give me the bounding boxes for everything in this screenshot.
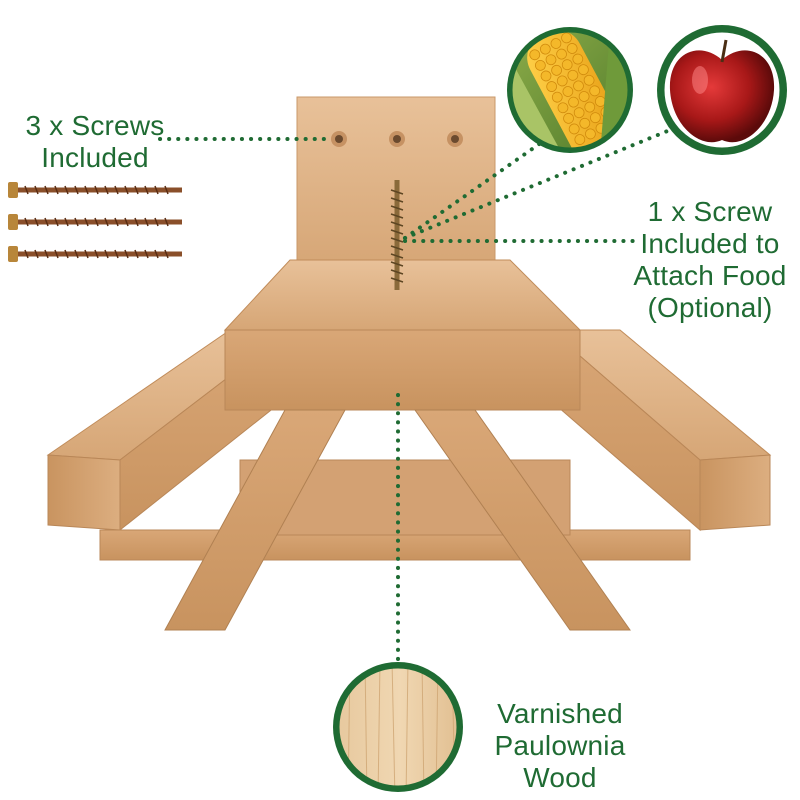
wood-callout-line2: Paulownia Wood: [494, 730, 626, 793]
food-screw-callout-label: 1 x Screw Included to Attach Food (Optio…: [625, 196, 795, 324]
wood-callout-label: Varnished Paulownia Wood: [455, 698, 665, 794]
table-top: [223, 259, 582, 411]
apple-icon: [657, 25, 787, 155]
food-callout-line1: 1 x Screw: [647, 196, 773, 227]
wood-callout-line1: Varnished: [497, 698, 623, 729]
screw-hole-left: [331, 131, 347, 147]
loose-screws: [8, 182, 182, 262]
screw-icon: [8, 246, 182, 262]
food-callout-line3: Attach Food: [633, 260, 787, 291]
food-callout-line2: Included to: [640, 228, 780, 259]
screw-icon: [8, 214, 182, 230]
wood-sample-icon: [333, 662, 463, 792]
corn-icon: [507, 27, 633, 153]
screw-icon: [8, 182, 182, 198]
screws-callout-label: 3 x Screws Included: [20, 110, 170, 174]
callout-line-corn: [403, 138, 547, 240]
screw-hole-right: [447, 131, 463, 147]
table-legs: [164, 409, 631, 631]
callout-lines: [158, 128, 672, 664]
food-callout-line4: (Optional): [647, 292, 773, 323]
screws-callout-line2: Included: [41, 142, 149, 173]
screw-hole-center: [389, 131, 405, 147]
right-bench: [548, 328, 772, 532]
screws-callout-line1: 3 x Screws: [25, 110, 165, 141]
food-screw: [390, 180, 404, 290]
callout-line-apple: [403, 128, 672, 240]
